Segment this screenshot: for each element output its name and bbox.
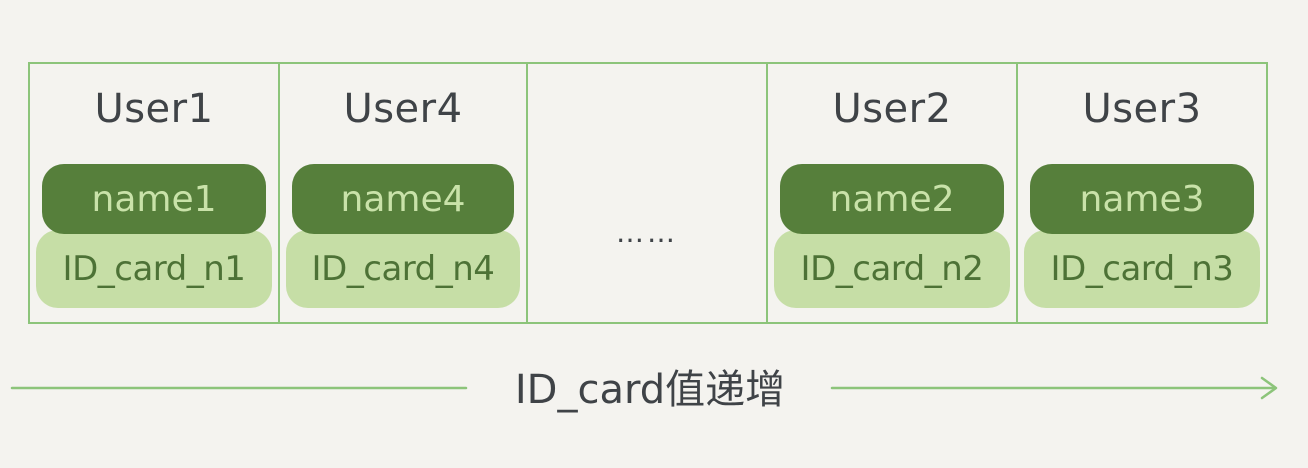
ellipsis-text: …… — [616, 216, 678, 249]
id-card-field: ID_card_n3 — [1024, 230, 1260, 308]
id-card-field: ID_card_n1 — [36, 230, 272, 308]
id-card-field: ID_card_n4 — [286, 230, 520, 308]
name-field: name1 — [42, 164, 266, 234]
record-user2: User2 name2 ID_card_n2 — [766, 62, 1018, 324]
record-title: User3 — [1082, 86, 1202, 132]
record-user3: User3 name3 ID_card_n3 — [1016, 62, 1268, 324]
record-user4: User4 name4 ID_card_n4 — [278, 62, 528, 324]
axis-label: ID_card值递增 — [514, 367, 786, 413]
id-card-field: ID_card_n2 — [774, 230, 1010, 308]
name-field: name3 — [1030, 164, 1254, 234]
arrow-head-icon — [1260, 376, 1278, 400]
name-field: name4 — [292, 164, 514, 234]
record-title: User2 — [832, 86, 952, 132]
record-title: User1 — [94, 86, 214, 132]
name-field: name2 — [780, 164, 1004, 234]
record-title: User4 — [343, 86, 463, 132]
record-user1: User1 name1 ID_card_n1 — [28, 62, 280, 324]
